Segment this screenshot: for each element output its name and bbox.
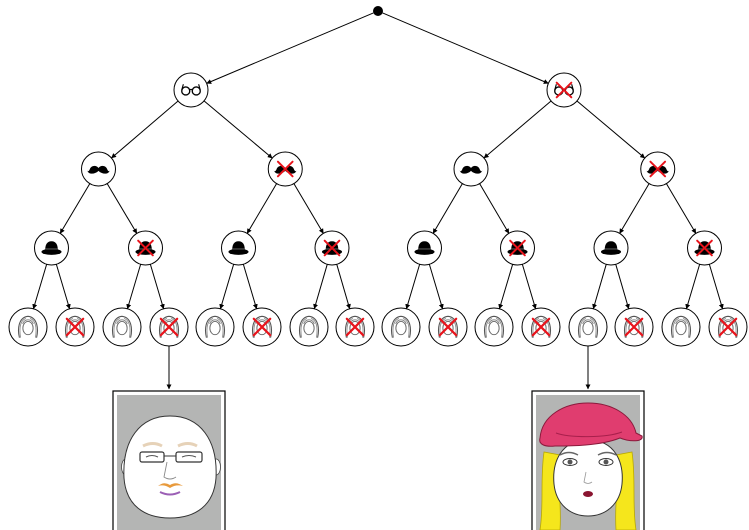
hat-node xyxy=(221,230,256,266)
root-node xyxy=(373,6,383,16)
hair-node xyxy=(474,307,514,347)
tree-edge xyxy=(405,264,421,310)
hair-node xyxy=(289,307,329,347)
tree-edge xyxy=(615,264,630,310)
tree-edge xyxy=(246,183,278,234)
hat-node xyxy=(593,230,629,266)
no-hair-node xyxy=(149,307,189,347)
tree-edge xyxy=(479,183,510,234)
hair-node xyxy=(8,307,48,347)
tree-edge xyxy=(432,183,463,234)
hair-node xyxy=(661,307,701,347)
tree-edge xyxy=(498,264,514,310)
tree-edge xyxy=(126,264,142,310)
tree-edge xyxy=(619,183,650,234)
tree-edge xyxy=(106,183,138,234)
no-hat-node xyxy=(128,230,163,266)
hair-node xyxy=(568,307,608,347)
tree-edge xyxy=(428,264,444,310)
tree-nodes xyxy=(8,6,748,347)
tree-edge xyxy=(149,264,165,310)
tree-edge xyxy=(242,264,258,310)
hair-node xyxy=(102,307,142,347)
no-glasses-node xyxy=(546,72,582,108)
hat-node xyxy=(34,230,69,266)
tree-edge xyxy=(483,100,552,159)
no-hat-node xyxy=(314,230,350,266)
no-hair-node xyxy=(708,307,748,347)
no-hat-node xyxy=(500,230,535,266)
no-hair-node xyxy=(428,307,468,347)
tree-edge xyxy=(313,264,328,310)
tree-edge xyxy=(685,264,701,310)
mustache-node xyxy=(81,151,116,187)
tree-edge xyxy=(521,264,537,310)
bald-face-portrait xyxy=(112,390,226,530)
tree-edge xyxy=(576,100,646,159)
no-mustache-node xyxy=(640,151,676,187)
tree-edge xyxy=(32,264,48,310)
tree-edge xyxy=(336,264,351,310)
no-hair-node xyxy=(55,307,95,347)
tree-edge xyxy=(203,100,273,159)
hair-node xyxy=(195,307,235,347)
tree-edge xyxy=(382,12,549,84)
no-hair-node xyxy=(614,307,654,347)
no-mustache-node xyxy=(267,151,303,187)
no-hair-node xyxy=(242,307,282,347)
tree-edges xyxy=(32,12,724,390)
hair-node xyxy=(381,307,421,347)
tree-edge xyxy=(219,264,235,310)
tree-edge xyxy=(592,264,607,310)
no-hat-node xyxy=(687,230,722,266)
tree-edge xyxy=(206,12,374,84)
tree-edge xyxy=(55,264,71,310)
tree-edge xyxy=(293,183,324,234)
tree-edge xyxy=(111,100,179,159)
tree-edge xyxy=(708,264,724,310)
mustache-node xyxy=(453,151,489,187)
no-hair-node xyxy=(335,307,375,347)
glasses-node xyxy=(173,72,209,108)
tree-edge xyxy=(665,183,697,234)
tree-edge xyxy=(59,183,91,234)
no-hair-node xyxy=(521,307,561,347)
hat-node xyxy=(407,230,442,266)
blonde-cap-portrait xyxy=(531,390,645,530)
